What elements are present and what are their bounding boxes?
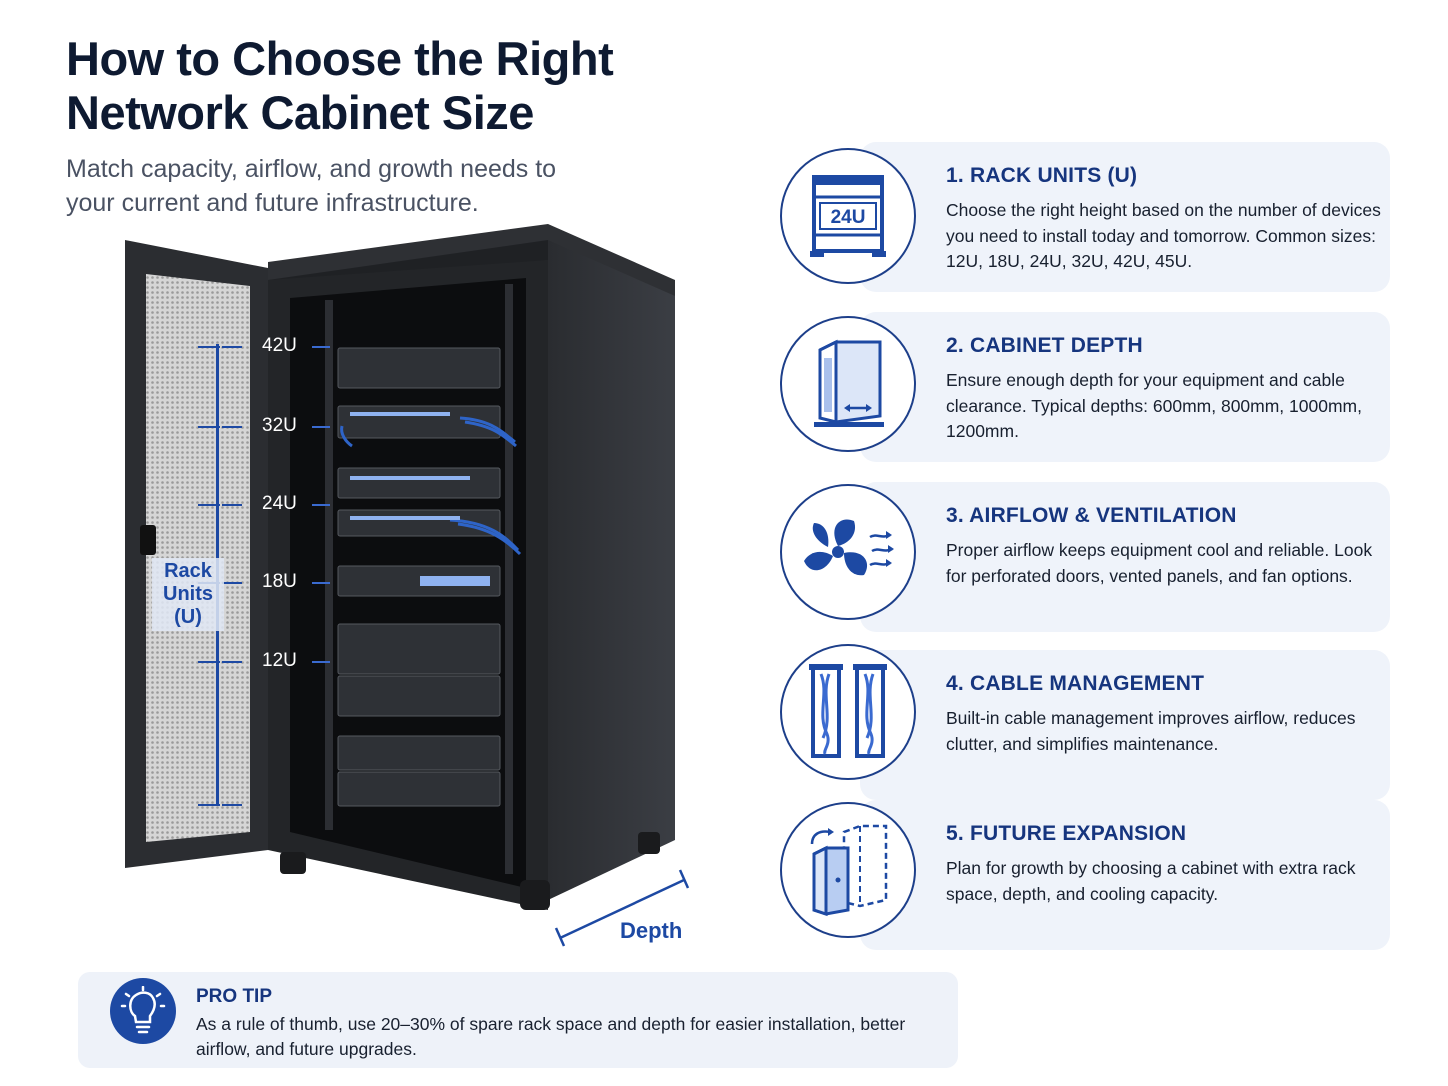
- tick-label: 18U: [262, 571, 297, 592]
- card-cable-management: 4. CABLE MANAGEMENT Built-in cable manag…: [780, 644, 1390, 800]
- card-body: Plan for growth by choosing a cabinet wi…: [946, 858, 1356, 904]
- tick-bottom: [196, 795, 336, 815]
- tick-label: 42U: [262, 335, 297, 356]
- cabinet-depth-icon: [780, 316, 916, 452]
- card-title: 1. RACK UNITS (U): [946, 164, 1138, 187]
- card-title: 3. AIRFLOW & VENTILATION: [946, 504, 1237, 527]
- card-title: 4. CABLE MANAGEMENT: [946, 672, 1205, 695]
- card-airflow: 3. AIRFLOW & VENTILATION Proper airflow …: [780, 482, 1390, 632]
- card-body: Proper airflow keeps equipment cool and …: [946, 540, 1373, 586]
- card-future-expansion: 5. FUTURE EXPANSION Plan for growth by c…: [780, 800, 1390, 950]
- card-body: Ensure enough depth for your equipment a…: [946, 370, 1362, 441]
- pro-tip-box: PRO TIP As a rule of thumb, use 20–30% o…: [78, 972, 958, 1068]
- fan-airflow-icon: [780, 484, 916, 620]
- tick-label: 12U: [262, 650, 297, 671]
- pro-tip-title: PRO TIP: [196, 986, 273, 1007]
- network-cabinet-illustration: [120, 220, 720, 960]
- depth-label: Depth: [620, 918, 683, 943]
- card-title: 2. CABINET DEPTH: [946, 334, 1143, 357]
- pro-tip-body: As a rule of thumb, use 20–30% of spare …: [196, 1014, 906, 1059]
- card-title: 5. FUTURE EXPANSION: [946, 822, 1187, 845]
- tick-label: 24U: [262, 493, 297, 514]
- rack-units-icon: 24U: [780, 148, 916, 284]
- card-body: Built-in cable management improves airfl…: [946, 708, 1356, 754]
- card-cabinet-depth: 2. CABINET DEPTH Ensure enough depth for…: [780, 312, 1390, 462]
- tick-32u: 32U: [196, 415, 336, 437]
- rack-units-caption: Rack Units (U): [152, 558, 224, 631]
- page-title: How to Choose the Right Network Cabinet …: [66, 32, 614, 139]
- tick-42u: 42U: [196, 335, 336, 357]
- card-body: Choose the right height based on the num…: [946, 200, 1381, 271]
- cable-management-icon: [780, 644, 916, 780]
- card-rack-units: 24U 1. RACK UNITS (U) Choose the right h…: [780, 142, 1390, 292]
- page-subtitle: Match capacity, airflow, and growth need…: [66, 155, 557, 217]
- expansion-icon: [780, 802, 916, 938]
- tick-12u: 12U: [196, 650, 336, 672]
- lightbulb-icon: [110, 978, 176, 1044]
- tick-24u: 24U: [196, 493, 336, 515]
- tick-label: 32U: [262, 415, 297, 436]
- rack-units-icon-text: 24U: [831, 207, 866, 228]
